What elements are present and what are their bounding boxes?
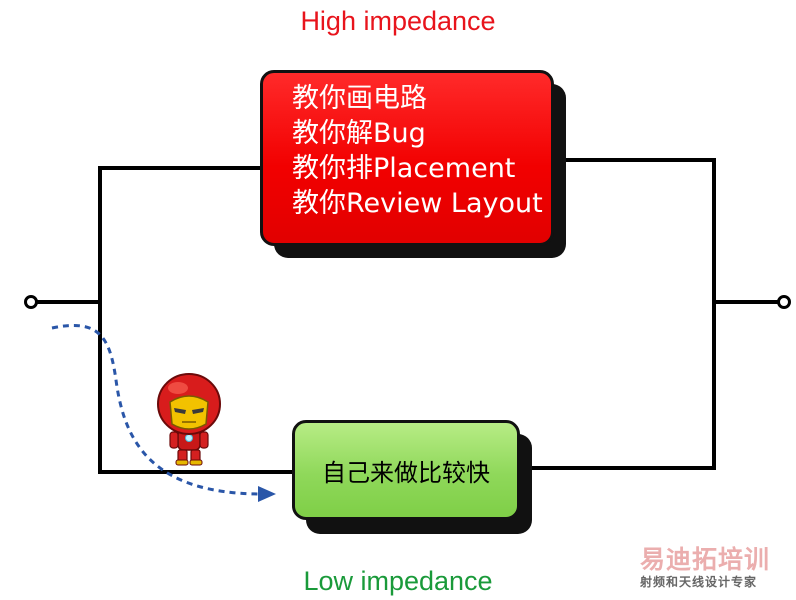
high-path-line: 教你解Bug (292, 118, 426, 149)
watermark-main-text: 易迪拓培训 (640, 545, 771, 574)
low-path-text: 自己来做比较快 (322, 458, 490, 487)
watermark-sub-text: 射频和天线设计专家 (640, 575, 758, 589)
current-flow-arrow-icon (51, 323, 276, 502)
low-impedance-path-box: 自己来做比较快 (292, 420, 520, 520)
high-path-line: 教你画电路 (292, 83, 427, 114)
terminal-left-icon (24, 295, 38, 309)
terminal-right-icon (777, 295, 791, 309)
high-impedance-path-box: 教你画电路 教你解Bug 教你排Placement 教你Review Layou… (260, 70, 554, 246)
watermark: 易迪拓培训 射频和天线设计专家 (640, 546, 792, 590)
high-path-line: 教你Review Layout (292, 188, 543, 219)
iron-man-character-icon (157, 373, 221, 466)
high-impedance-label: High impedance (300, 6, 496, 36)
high-path-line: 教你排Placement (292, 153, 516, 184)
low-impedance-label: Low impedance (303, 566, 493, 596)
